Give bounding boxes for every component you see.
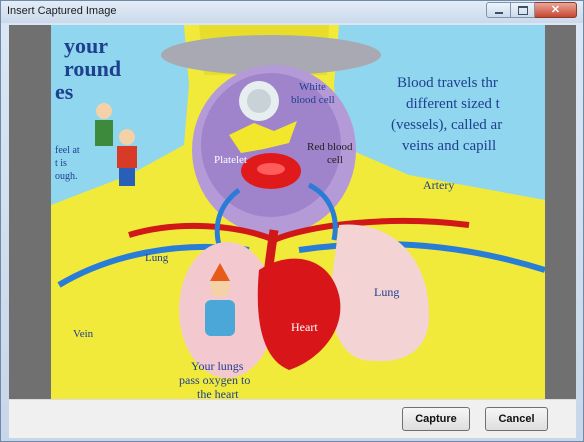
dialog-footer: Capture Cancel — [9, 399, 576, 438]
capture-button[interactable]: Capture — [402, 407, 470, 431]
heading-line-1: your — [64, 33, 108, 58]
white-cell-label-1: White — [299, 81, 326, 93]
blood-text-line-2: different sized t — [406, 96, 501, 112]
window-controls: ✕ — [486, 2, 577, 19]
lungs-caption-line-2: pass oxygen to — [179, 373, 250, 387]
blood-text-line-3: (vessels), called ar — [391, 117, 502, 133]
cancel-button[interactable]: Cancel — [485, 407, 548, 431]
lungs-caption-line-3: the heart — [197, 387, 239, 399]
maximize-button[interactable] — [511, 2, 535, 18]
lung-right-label: Lung — [374, 285, 399, 299]
circulatory-system-illustration: your round es Blood travels thr differen… — [9, 25, 576, 399]
window-title: Insert Captured Image — [7, 5, 116, 17]
minimize-button[interactable] — [486, 2, 511, 18]
title-bar[interactable]: Insert Captured Image ✕ — [1, 1, 583, 23]
platelet-label: Platelet — [214, 154, 247, 166]
lung-left-label: Lung — [145, 252, 169, 264]
feel-text-line-3: ough. — [55, 171, 78, 182]
artery-label: Artery — [423, 178, 454, 192]
lungs-caption-line-1: Your lungs — [191, 359, 244, 373]
heading-line-2: round — [64, 56, 121, 81]
close-button[interactable]: ✕ — [535, 2, 577, 18]
minimize-icon — [495, 12, 503, 14]
heading-line-3: es — [55, 79, 74, 104]
feel-text-line-2: t is — [55, 158, 67, 169]
heart-label: Heart — [291, 320, 318, 334]
red-cell-label-1: Red blood — [307, 141, 353, 153]
close-icon: ✕ — [551, 5, 560, 16]
vein-label: Vein — [73, 328, 94, 340]
blood-text-line-1: Blood travels thr — [397, 75, 498, 91]
blood-text-line-4: veins and capill — [402, 138, 496, 154]
captured-image-preview: your round es Blood travels thr differen… — [9, 25, 576, 399]
feel-text-line-1: feel at — [55, 145, 80, 156]
white-cell-label-2: blood cell — [291, 94, 335, 106]
maximize-icon — [518, 6, 528, 15]
red-cell-label-2: cell — [327, 154, 343, 166]
